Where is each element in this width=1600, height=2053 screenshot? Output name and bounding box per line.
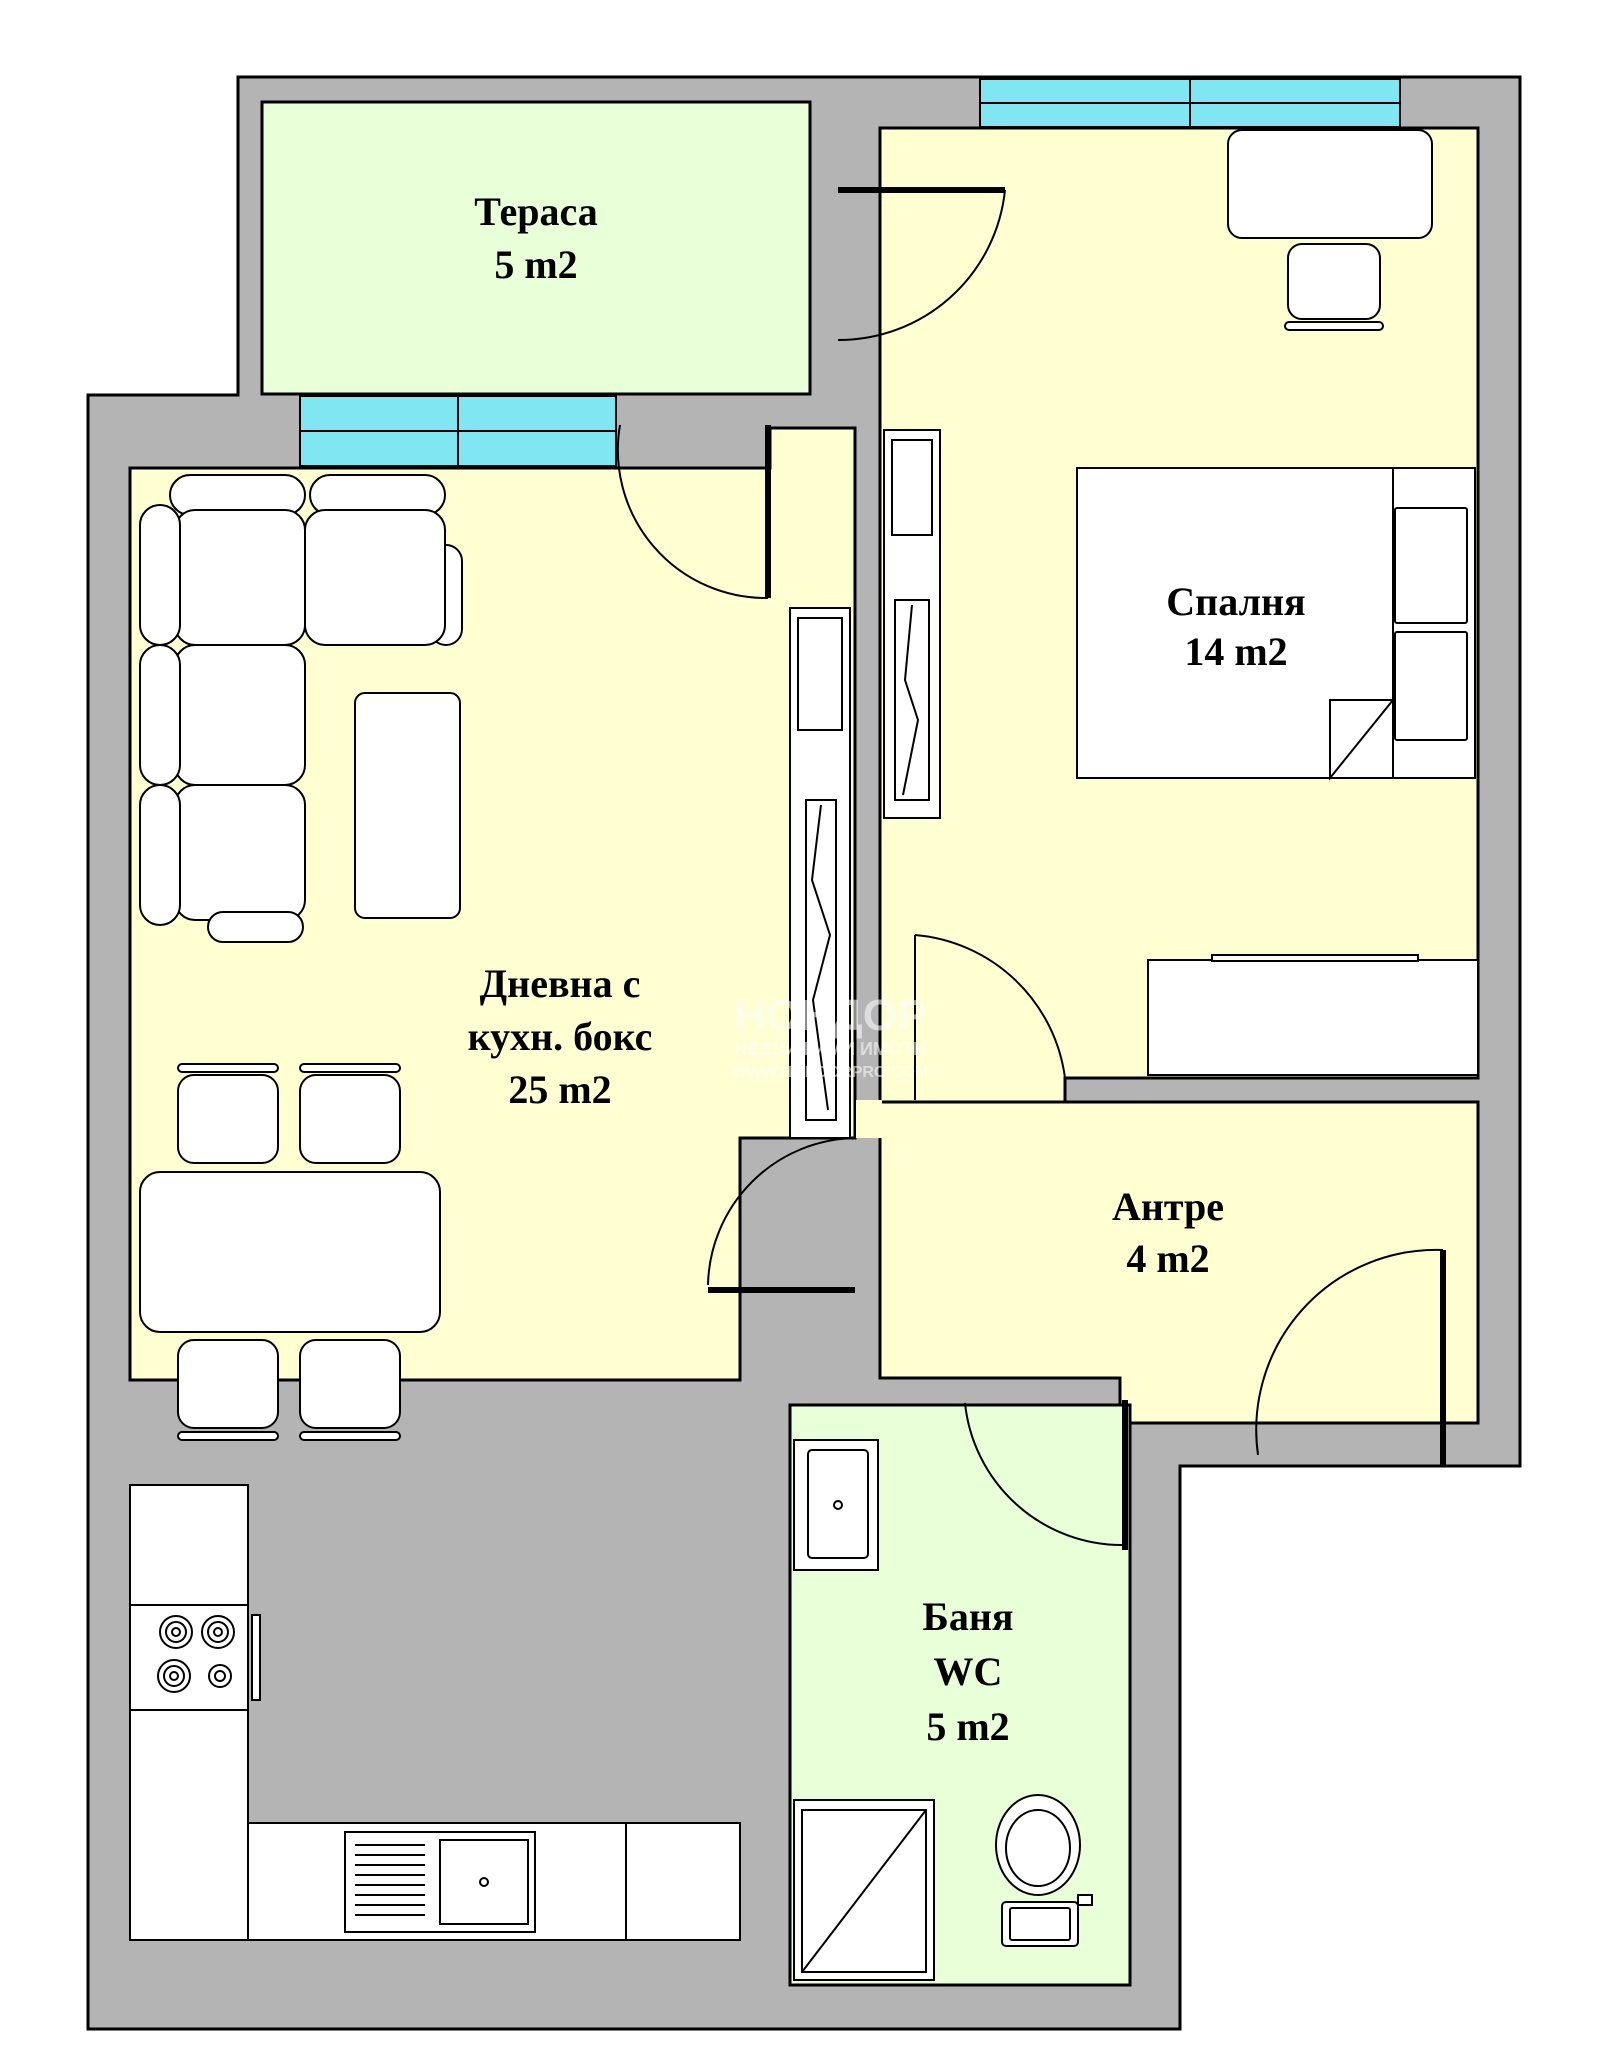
living-area: 25 m2 — [508, 1067, 611, 1112]
desk — [1227, 129, 1433, 239]
doors — [616, 187, 1446, 1550]
living-furniture — [139, 474, 851, 1441]
terrace-area: 5 m2 — [494, 242, 577, 287]
watermark-tagline: НЕДВИЖИМИ ИМОТИ — [734, 1039, 926, 1059]
pillow-top — [1394, 507, 1468, 624]
kitchen-counter — [129, 1484, 741, 1941]
rooms — [128, 100, 1480, 1987]
dresser — [1147, 959, 1479, 1076]
bedroom-name: Спалня — [1166, 579, 1305, 624]
watermark-brand: НОНДОР — [734, 991, 927, 1040]
bathroom-name-line2: WC — [934, 1649, 1003, 1694]
sofa-seat — [174, 509, 306, 646]
pillow-bottom — [1394, 631, 1468, 741]
bathroom-area: 5 m2 — [926, 1704, 1009, 1749]
toilet — [995, 1794, 1093, 1947]
bathroom-name-line1: Баня — [922, 1594, 1013, 1639]
bedroom-area: 14 m2 — [1184, 629, 1287, 674]
hall-name: Антре — [1112, 1184, 1224, 1229]
bathroom-fixtures — [793, 1439, 1093, 1981]
watermark: НОНДОР НЕДВИЖИМИ ИМОТИ WWW.NONDORPRO.COM — [732, 991, 928, 1081]
dining-table — [139, 1171, 441, 1333]
watermark-site: WWW.NONDORPRO.COM — [732, 1064, 928, 1081]
hall-link — [856, 1100, 882, 1138]
coffee-table — [354, 692, 461, 919]
desk-chair — [1287, 243, 1381, 320]
chair — [177, 1074, 279, 1164]
bedroom-furniture — [883, 129, 1479, 1076]
windows — [299, 78, 1401, 467]
living-name-line1: Дневна с — [480, 961, 641, 1006]
kitchen — [129, 1484, 741, 1941]
terrace-floor — [260, 100, 812, 396]
living-name-line2: кухн. бокс — [468, 1014, 653, 1059]
hob — [157, 1615, 235, 1693]
room-labels: Тераса 5 m2 Спалня 14 m2 Дневна с кухн. … — [468, 189, 1306, 1749]
hall-area: 4 m2 — [1126, 1236, 1209, 1281]
terrace-name: Тераса — [474, 189, 597, 234]
